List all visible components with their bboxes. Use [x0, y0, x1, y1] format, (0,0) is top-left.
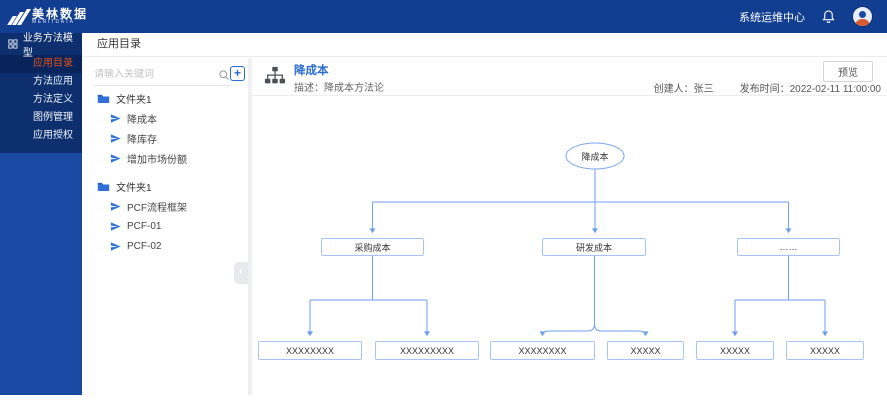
detail-meta: 创建人：张三 发布时间：2022-02-11 11:00:00	[654, 80, 881, 95]
sidebar-item-business-method-model[interactable]: 业务方法模型	[0, 33, 82, 59]
flow-node-leaf[interactable]: XXXXXXXX	[490, 341, 595, 360]
sidebar-item-method-application[interactable]: 方法应用	[33, 76, 73, 87]
user-avatar[interactable]	[852, 6, 873, 27]
publish-time-field: 发布时间：2022-02-11 11:00:00	[739, 84, 881, 95]
description-label: 描述：	[294, 83, 324, 94]
paper-plane-icon	[110, 113, 121, 123]
paper-plane-icon	[110, 221, 121, 231]
notification-bell-icon[interactable]	[821, 9, 836, 24]
nav-menu-group: 业务方法模型 应用目录 方法应用 方法定义 图例管理 应用授权	[0, 33, 82, 153]
flowchart-connectors	[307, 142, 828, 337]
catalog-tree-panel: + 文件夹1 降成本 降库存	[82, 58, 248, 395]
sidebar-item-app-catalog[interactable]: 应用目录	[0, 55, 82, 73]
flow-node-level2[interactable]: 研发成本	[542, 238, 646, 256]
flow-node-leaf[interactable]: XXXXX	[786, 341, 864, 360]
flow-node-leaf[interactable]: XXXXX	[607, 341, 684, 360]
tree-item-label: 增加市场份额	[127, 154, 187, 166]
add-button[interactable]: +	[230, 66, 245, 81]
logo-subtitle: MERITDATA	[32, 19, 75, 26]
grid-icon	[8, 39, 18, 49]
search-icon[interactable]	[218, 69, 230, 81]
tree-item[interactable]: PCF-02	[82, 236, 248, 256]
search-row	[94, 64, 230, 86]
sidebar-item-legend-management[interactable]: 图例管理	[33, 112, 73, 123]
folder-icon	[97, 182, 110, 191]
search-input[interactable]	[94, 69, 218, 80]
tree-item[interactable]: 增加市场份额	[82, 148, 248, 168]
paper-plane-icon	[110, 153, 121, 163]
tree-item-label: PCF-02	[127, 240, 162, 252]
detail-panel: 降成本 描述：降成本方法论 预览 创建人：张三 发布时间：2022-02-11 …	[252, 58, 887, 395]
tree-item-label: 降成本	[127, 114, 157, 126]
flow-node-leaf[interactable]: XXXXXXXX	[258, 341, 362, 360]
flow-node-level2[interactable]: ……	[737, 238, 840, 256]
sidebar-item-method-definition[interactable]: 方法定义	[33, 94, 73, 105]
tree-item-label: PCF-01	[127, 220, 162, 232]
org-chart-icon	[264, 66, 286, 84]
panel-collapse-handle[interactable]: ‹	[234, 262, 248, 284]
sidebar-root-label: 业务方法模型	[22, 33, 73, 59]
catalog-tree: 文件夹1 降成本 降库存 增加市场份额	[82, 88, 248, 256]
tree-item[interactable]: 降库存	[82, 128, 248, 148]
breadcrumb-bar: 应用目录	[82, 33, 887, 57]
flow-node-level2[interactable]: 采购成本	[321, 238, 424, 256]
description-value: 降成本方法论	[324, 83, 384, 94]
tree-item[interactable]: 降成本	[82, 108, 248, 128]
ops-center-link[interactable]: 系统运维中心	[739, 11, 805, 24]
tree-item[interactable]: PCF-01	[82, 216, 248, 236]
tree-folder-label: 文件夹1	[116, 182, 152, 194]
panel-divider	[248, 58, 252, 395]
logo-title: 美林数据	[32, 6, 89, 21]
top-header-bar: 美林数据 MERITDATA 系统运维中心	[0, 0, 887, 33]
tree-folder[interactable]: 文件夹1	[82, 88, 248, 108]
tree-folder[interactable]: 文件夹1	[82, 176, 248, 196]
nav-sidebar: 业务方法模型 应用目录 方法应用 方法定义 图例管理 应用授权	[0, 33, 82, 395]
paper-plane-icon	[110, 201, 121, 211]
tree-item-label: PCF流程框架	[127, 202, 187, 214]
tree-item-label: 降库存	[127, 134, 157, 146]
tree-folder-label: 文件夹1	[116, 94, 152, 106]
detail-description: 描述：降成本方法论	[294, 79, 384, 94]
flow-node-leaf[interactable]: XXXXX	[696, 341, 774, 360]
logo-icon	[7, 8, 31, 25]
folder-icon	[97, 94, 110, 103]
detail-header: 降成本 描述：降成本方法论 预览 创建人：张三 发布时间：2022-02-11 …	[252, 58, 887, 96]
detail-title[interactable]: 降成本	[294, 65, 329, 77]
paper-plane-icon	[110, 241, 121, 251]
tree-item[interactable]: PCF流程框架	[82, 196, 248, 216]
paper-plane-icon	[110, 133, 121, 143]
flow-node-leaf[interactable]: XXXXXXXXX	[375, 341, 479, 360]
flow-node-root[interactable]: 降成本	[581, 151, 609, 162]
creator-field: 创建人：张三	[653, 84, 714, 95]
app-logo: 美林数据 MERITDATA	[0, 6, 89, 26]
method-flowchart: 降成本 采购成本 研发成本 …… XXXXXXXX XXXXXXXXX XXXX…	[252, 96, 887, 394]
sidebar-item-app-authorization[interactable]: 应用授权	[33, 130, 73, 141]
preview-button[interactable]: 预览	[823, 61, 873, 82]
breadcrumb: 应用目录	[97, 38, 141, 50]
